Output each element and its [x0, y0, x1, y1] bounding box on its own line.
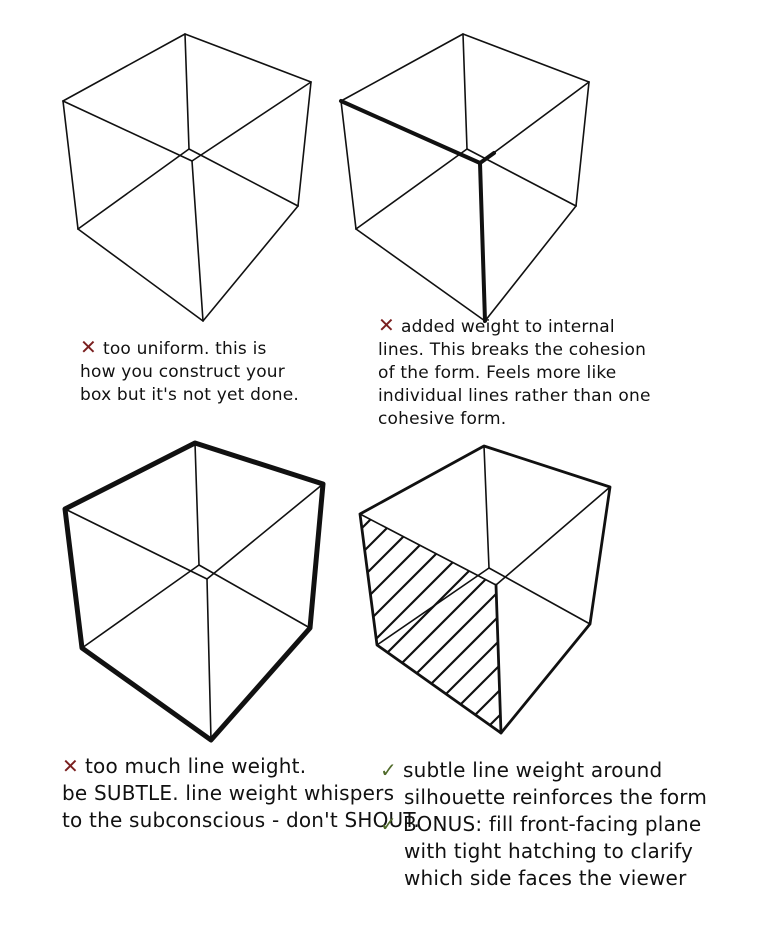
- edge: [484, 205, 577, 322]
- front-edge: [494, 583, 503, 735]
- edge: [77, 148, 190, 230]
- edge: [191, 81, 312, 162]
- edge: [340, 33, 464, 102]
- edge: [340, 100, 357, 230]
- check-mark-icon: ✓: [380, 812, 397, 836]
- note-line: to the subconscious - don't SHOUT.: [62, 808, 420, 832]
- note-line: how you construct your: [80, 362, 285, 382]
- bonus-line: which side faces the viewer: [404, 866, 687, 890]
- cross-mark-icon: ✕: [80, 335, 97, 359]
- edge: [206, 578, 212, 741]
- edge: [575, 81, 590, 207]
- edge: [64, 508, 208, 580]
- note-line: added weight to internal: [400, 317, 615, 337]
- note-line: silhouette reinforces the form: [404, 785, 708, 809]
- edge: [355, 228, 486, 322]
- edge: [62, 100, 79, 230]
- note-uniform: ✕too uniform. this is how you construct …: [80, 336, 299, 407]
- note-line: too much line weight.: [84, 754, 307, 778]
- note-line: of the form. Feels more like: [378, 363, 617, 383]
- bonus-line: with tight hatching to clarify: [404, 839, 694, 863]
- edge: [188, 148, 299, 207]
- note-subtle-weight: ✓subtle line weight around silhouette re…: [380, 757, 707, 892]
- cross-mark-icon: ✕: [62, 754, 79, 778]
- edge: [462, 33, 590, 83]
- edge: [297, 81, 312, 207]
- heavy-internal-edge: [478, 151, 496, 165]
- note-heavy-weight: ✕too much line weight. be SUBTLE. line w…: [62, 753, 420, 834]
- edge: [62, 100, 193, 162]
- edge: [355, 148, 468, 230]
- note-internal-weight: ✕added weight to internal lines. This br…: [378, 314, 651, 431]
- silhouette: [358, 444, 612, 735]
- edge: [206, 483, 324, 580]
- edge: [479, 81, 590, 164]
- edge: [483, 445, 490, 569]
- edge: [488, 567, 591, 625]
- edge: [376, 567, 490, 646]
- heavy-silhouette: [62, 440, 326, 743]
- note-line: lines. This breaks the cohesion: [378, 340, 647, 360]
- note-line: cohesive form.: [378, 409, 507, 429]
- note-line: be SUBTLE. line weight whispers: [62, 781, 395, 805]
- edge: [184, 33, 190, 150]
- edge: [191, 160, 204, 322]
- edge: [202, 205, 299, 322]
- bonus-line: BONUS: fill front-facing plane: [402, 812, 702, 836]
- note-line: box but it's not yet done.: [80, 385, 299, 405]
- edge: [359, 513, 497, 586]
- note-line: too uniform. this is: [102, 339, 267, 359]
- heavy-internal-edge: [478, 161, 487, 323]
- edge: [462, 33, 468, 150]
- edge: [194, 442, 200, 566]
- note-line: individual lines rather than one: [378, 386, 651, 406]
- edge: [77, 228, 204, 322]
- cross-mark-icon: ✕: [378, 313, 395, 337]
- edge: [495, 486, 611, 586]
- edge: [81, 564, 200, 649]
- heavy-internal-edge: [339, 99, 482, 165]
- edge: [62, 33, 186, 102]
- check-mark-icon: ✓: [380, 758, 397, 782]
- note-line: subtle line weight around: [402, 758, 663, 782]
- edge: [198, 564, 311, 629]
- edge: [184, 33, 312, 83]
